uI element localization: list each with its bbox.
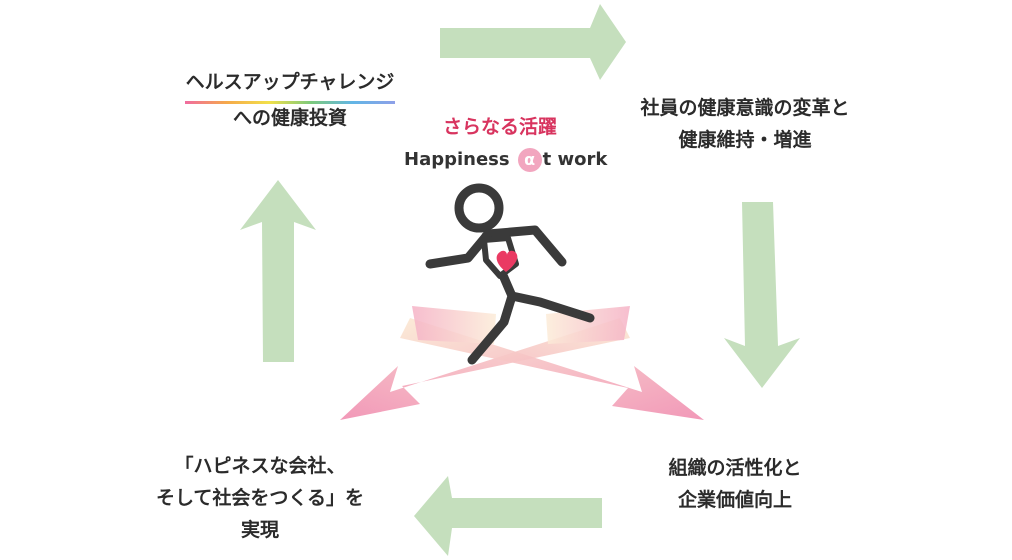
subtitle-happiness: Happiness (404, 149, 510, 170)
node-organization-value: 組織の活性化と 企業価値向上 (620, 452, 850, 516)
node-text-line: 組織の活性化と (668, 457, 802, 479)
burst-arrow-back-right (546, 306, 630, 344)
rainbow-underline (185, 101, 395, 104)
burst-arrow-right (400, 318, 704, 420)
node-text-line: への健康投資 (232, 107, 347, 129)
burst-arrow-back-left (412, 306, 496, 344)
node-health-up-challenge: ヘルスアップチャレンジ への健康投資 (150, 66, 430, 134)
heart-icon (496, 250, 518, 272)
cycle-arrow-bottom (414, 476, 602, 556)
node-text-line: 社員の健康意識の変革と (640, 97, 850, 119)
node-text-line: 「ハピネスな会社、 (174, 455, 346, 477)
node-text-line: そして社会をつくる」を (155, 487, 365, 509)
node-employee-awareness: 社員の健康意識の変革と 健康維持・増進 (600, 92, 890, 156)
node-text-line: 実現 (240, 519, 279, 541)
node-text-line: ヘルスアップチャレンジ (185, 71, 395, 93)
cycle-arrow-left (240, 180, 316, 362)
cycle-arrow-right (724, 202, 800, 388)
node-text-line: 健康維持・増進 (678, 129, 812, 151)
burst-arrows (340, 306, 704, 420)
node-text-line: 企業価値向上 (677, 489, 792, 511)
center-title: さらなる活躍 (442, 116, 557, 138)
alpha-badge-icon: α (517, 148, 542, 172)
cycle-arrow-top (440, 4, 626, 80)
subtitle-at-work: t work (542, 149, 608, 170)
node-happiness-society: 「ハピネスな会社、 そして社会をつくる」を 実現 (120, 450, 400, 546)
